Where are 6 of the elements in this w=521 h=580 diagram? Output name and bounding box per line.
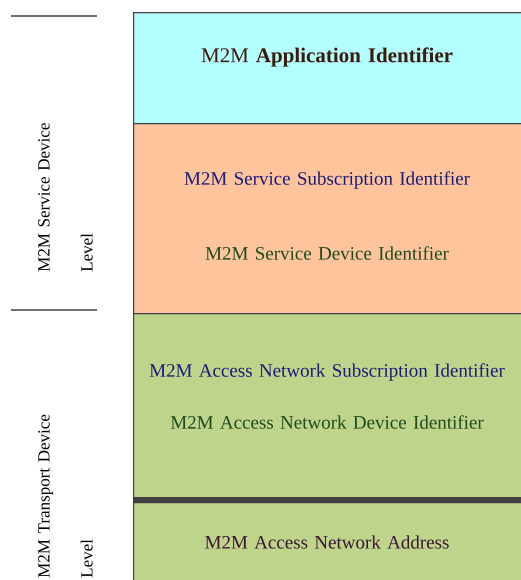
level-label: M2M Transport Device Level bbox=[38, 414, 93, 578]
identifier-band: M2M Access Network Address bbox=[133, 502, 521, 580]
identifier-band: M2M Service Subscription Identifier M2M Service Device Identifier bbox=[133, 123, 521, 314]
identifier-band: M2M Access Network Subscription Identifier M2M Access Network Device Identifier bbox=[133, 313, 521, 498]
identifier-band: M2M Application Identifier bbox=[133, 12, 521, 124]
level-label: M2M Service Device Level bbox=[38, 123, 93, 272]
